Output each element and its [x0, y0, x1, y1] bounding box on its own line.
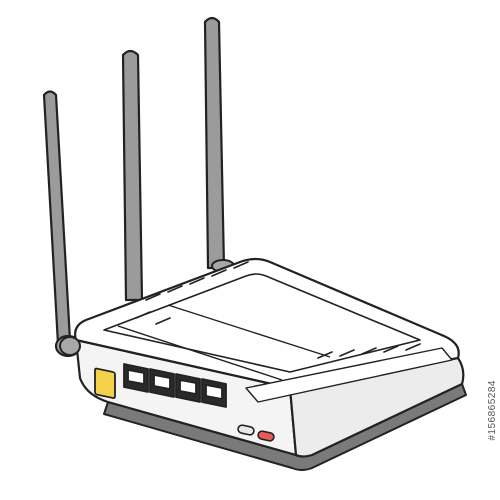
antenna-middle [121, 49, 144, 302]
panel-divider [167, 304, 331, 358]
panel-edge [117, 325, 283, 381]
vent-lines-back [145, 261, 249, 301]
ethernet-port-3 [175, 373, 201, 403]
antenna-left [42, 90, 82, 358]
ethernet-port-4 [201, 378, 227, 408]
stock-id-watermark: #156865284 [487, 380, 498, 441]
ethernet-ports [123, 363, 227, 408]
vent-lines-right [317, 343, 421, 359]
ethernet-port-1 [123, 363, 149, 393]
led-status [257, 430, 275, 442]
router-front-window [245, 347, 453, 403]
led-power [237, 424, 255, 436]
ethernet-port-2 [149, 368, 175, 398]
indicator-leds [237, 424, 275, 442]
antenna-left-pivot [59, 336, 81, 356]
usb-port [94, 367, 116, 399]
router-top-panel [103, 273, 421, 373]
antenna-right [203, 16, 235, 273]
vent-lines-middle [135, 311, 171, 325]
